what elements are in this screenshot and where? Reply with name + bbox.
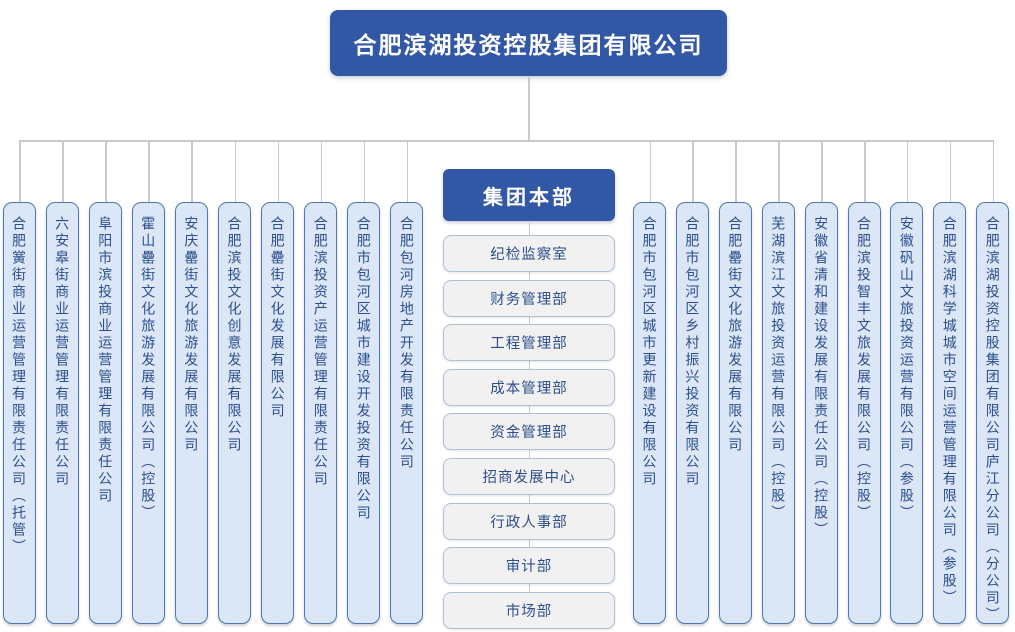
connector-line: [821, 140, 823, 202]
subsidiary-label: 霍山罍街文化旅游发展有限公司（控股）: [140, 216, 157, 522]
subsidiary-node-right-5: 安徽省清和建设发展有限责任公司（控股）: [804, 202, 838, 624]
department-node-6: 招商发展中心: [443, 458, 615, 495]
connector-line: [528, 495, 531, 503]
org-root-label: 合肥滨湖投资控股集团有限公司: [353, 32, 704, 58]
connector-line: [528, 272, 531, 280]
subsidiary-label: 合肥罍街文化旅游发展有限公司: [727, 216, 744, 454]
subsidiary-label: 合肥市包河区城市更新建设有限公司: [641, 216, 658, 488]
connector-line: [62, 140, 64, 202]
connector-line: [949, 140, 952, 202]
department-node-7: 行政人事部: [443, 502, 615, 540]
subsidiary-label: 合肥滨投文化创意发展有限公司: [226, 216, 243, 454]
subsidiary-node-left-6: 合肥滨投文化创意发展有限公司: [218, 202, 251, 624]
subsidiary-node-left-2: 六安皋街商业运营管理有限责任公司: [45, 202, 79, 624]
hq-label: 集团本部: [483, 186, 575, 209]
department-label: 市场部: [505, 603, 553, 620]
connector-line: [992, 140, 995, 202]
connector-line: [528, 450, 531, 458]
subsidiary-label: 合肥市包河区乡村振兴投资有限公司: [684, 216, 701, 488]
department-label: 行政人事部: [490, 514, 568, 531]
department-node-9: 市场部: [443, 591, 615, 629]
department-node-2: 财务管理部: [443, 279, 615, 317]
department-label: 审计部: [505, 559, 553, 576]
subsidiary-label: 六安皋街商业运营管理有限责任公司: [54, 216, 71, 488]
department-label: 工程管理部: [490, 336, 568, 353]
department-label: 资金管理部: [490, 425, 568, 442]
subsidiary-label: 合肥市包河区城市建设开发投资有限公司: [355, 216, 372, 522]
subsidiary-node-left-7: 合肥罍街文化发展有限公司: [261, 202, 295, 624]
department-node-1: 纪检监察室: [443, 235, 615, 272]
subsidiary-label: 合肥滨湖科学城城市空间运营管理有限公司（参股）: [941, 216, 958, 607]
subsidiary-node-left-1: 合肥黉街商业运营管理有限责任公司（托管）: [2, 202, 36, 624]
department-label: 招商发展中心: [482, 470, 576, 486]
connector-line: [864, 140, 866, 202]
subsidiary-node-right-7: 安徽矾山文旅投资运营有限公司（参股）: [890, 202, 924, 624]
org-root-node: 合肥滨湖投资控股集团有限公司: [330, 10, 727, 76]
subsidiary-node-right-8: 合肥滨湖科学城城市空间运营管理有限公司（参股）: [933, 202, 967, 624]
connector-line: [406, 140, 409, 202]
subsidiary-node-left-8: 合肥滨投资产运营管理有限责任公司: [304, 202, 338, 624]
connector-line: [19, 140, 995, 142]
connector-line: [528, 405, 531, 414]
connector-line: [363, 140, 366, 202]
subsidiary-node-left-10: 合肥包河房地产开发有限责任公司: [390, 202, 424, 624]
connector-line: [528, 77, 530, 140]
department-label: 成本管理部: [490, 380, 568, 397]
subsidiary-label: 阜阳市滨投商业运营管理有限责任公司: [97, 216, 114, 505]
connector-line: [320, 140, 323, 202]
department-node-4: 成本管理部: [443, 368, 615, 406]
department-node-8: 审计部: [443, 547, 615, 585]
subsidiary-node-left-9: 合肥市包河区城市建设开发投资有限公司: [347, 202, 381, 624]
subsidiary-label: 合肥滨投资产运营管理有限责任公司: [312, 216, 329, 488]
subsidiary-label: 安徽省清和建设发展有限责任公司（控股）: [813, 216, 830, 539]
subsidiary-label: 芜湖滨江文旅投资运营有限公司（控股）: [770, 216, 787, 522]
subsidiary-label: 合肥滨湖投资控股集团有限公司庐江分公司（分公司）: [984, 216, 1001, 624]
subsidiary-node-right-6: 合肥滨投智丰文旅发展有限公司（控股）: [847, 202, 881, 624]
subsidiary-label: 安徽矾山文旅投资运营有限公司（参股）: [898, 216, 915, 522]
subsidiary-label: 合肥黉街商业运营管理有限责任公司（托管）: [11, 216, 27, 556]
subsidiary-label: 合肥包河房地产开发有限责任公司: [398, 216, 415, 471]
connector-line: [148, 140, 150, 202]
subsidiary-node-left-3: 阜阳市滨投商业运营管理有限责任公司: [88, 202, 122, 624]
connector-line: [528, 221, 531, 235]
connector-line: [234, 140, 237, 202]
connector-line: [778, 140, 780, 202]
subsidiary-node-right-3: 合肥罍街文化旅游发展有限公司: [718, 202, 752, 624]
subsidiary-label: 合肥罍街文化发展有限公司: [269, 216, 286, 420]
connector-line: [528, 316, 531, 325]
subsidiary-node-right-1: 合肥市包河区城市更新建设有限公司: [633, 202, 666, 624]
subsidiary-node-left-4: 霍山罍街文化旅游发展有限公司（控股）: [131, 202, 165, 624]
department-label: 纪检监察室: [490, 247, 568, 263]
department-label: 财务管理部: [490, 291, 568, 308]
connector-line: [649, 140, 652, 202]
department-node-5: 资金管理部: [443, 413, 615, 451]
connector-line: [528, 361, 531, 369]
subsidiary-label: 合肥滨投智丰文旅发展有限公司（控股）: [856, 216, 872, 522]
department-node-3: 工程管理部: [443, 324, 615, 362]
connector-line: [277, 140, 280, 202]
subsidiary-node-right-4: 芜湖滨江文旅投资运营有限公司（控股）: [761, 202, 795, 624]
connector-line: [105, 140, 107, 202]
subsidiary-node-right-2: 合肥市包河区乡村振兴投资有限公司: [675, 202, 709, 624]
hq-node: 集团本部: [443, 169, 615, 221]
connector-line: [528, 584, 531, 592]
subsidiary-label: 安庆罍街文化旅游发展有限公司: [183, 216, 200, 454]
connector-line: [191, 140, 193, 202]
connector-line: [692, 140, 694, 202]
connector-line: [19, 140, 21, 202]
subsidiary-node-left-5: 安庆罍街文化旅游发展有限公司: [174, 202, 208, 624]
connector-line: [528, 539, 531, 548]
subsidiary-node-right-9: 合肥滨湖投资控股集团有限公司庐江分公司（分公司）: [976, 202, 1010, 624]
connector-line: [735, 140, 737, 202]
connector-line: [906, 140, 909, 202]
